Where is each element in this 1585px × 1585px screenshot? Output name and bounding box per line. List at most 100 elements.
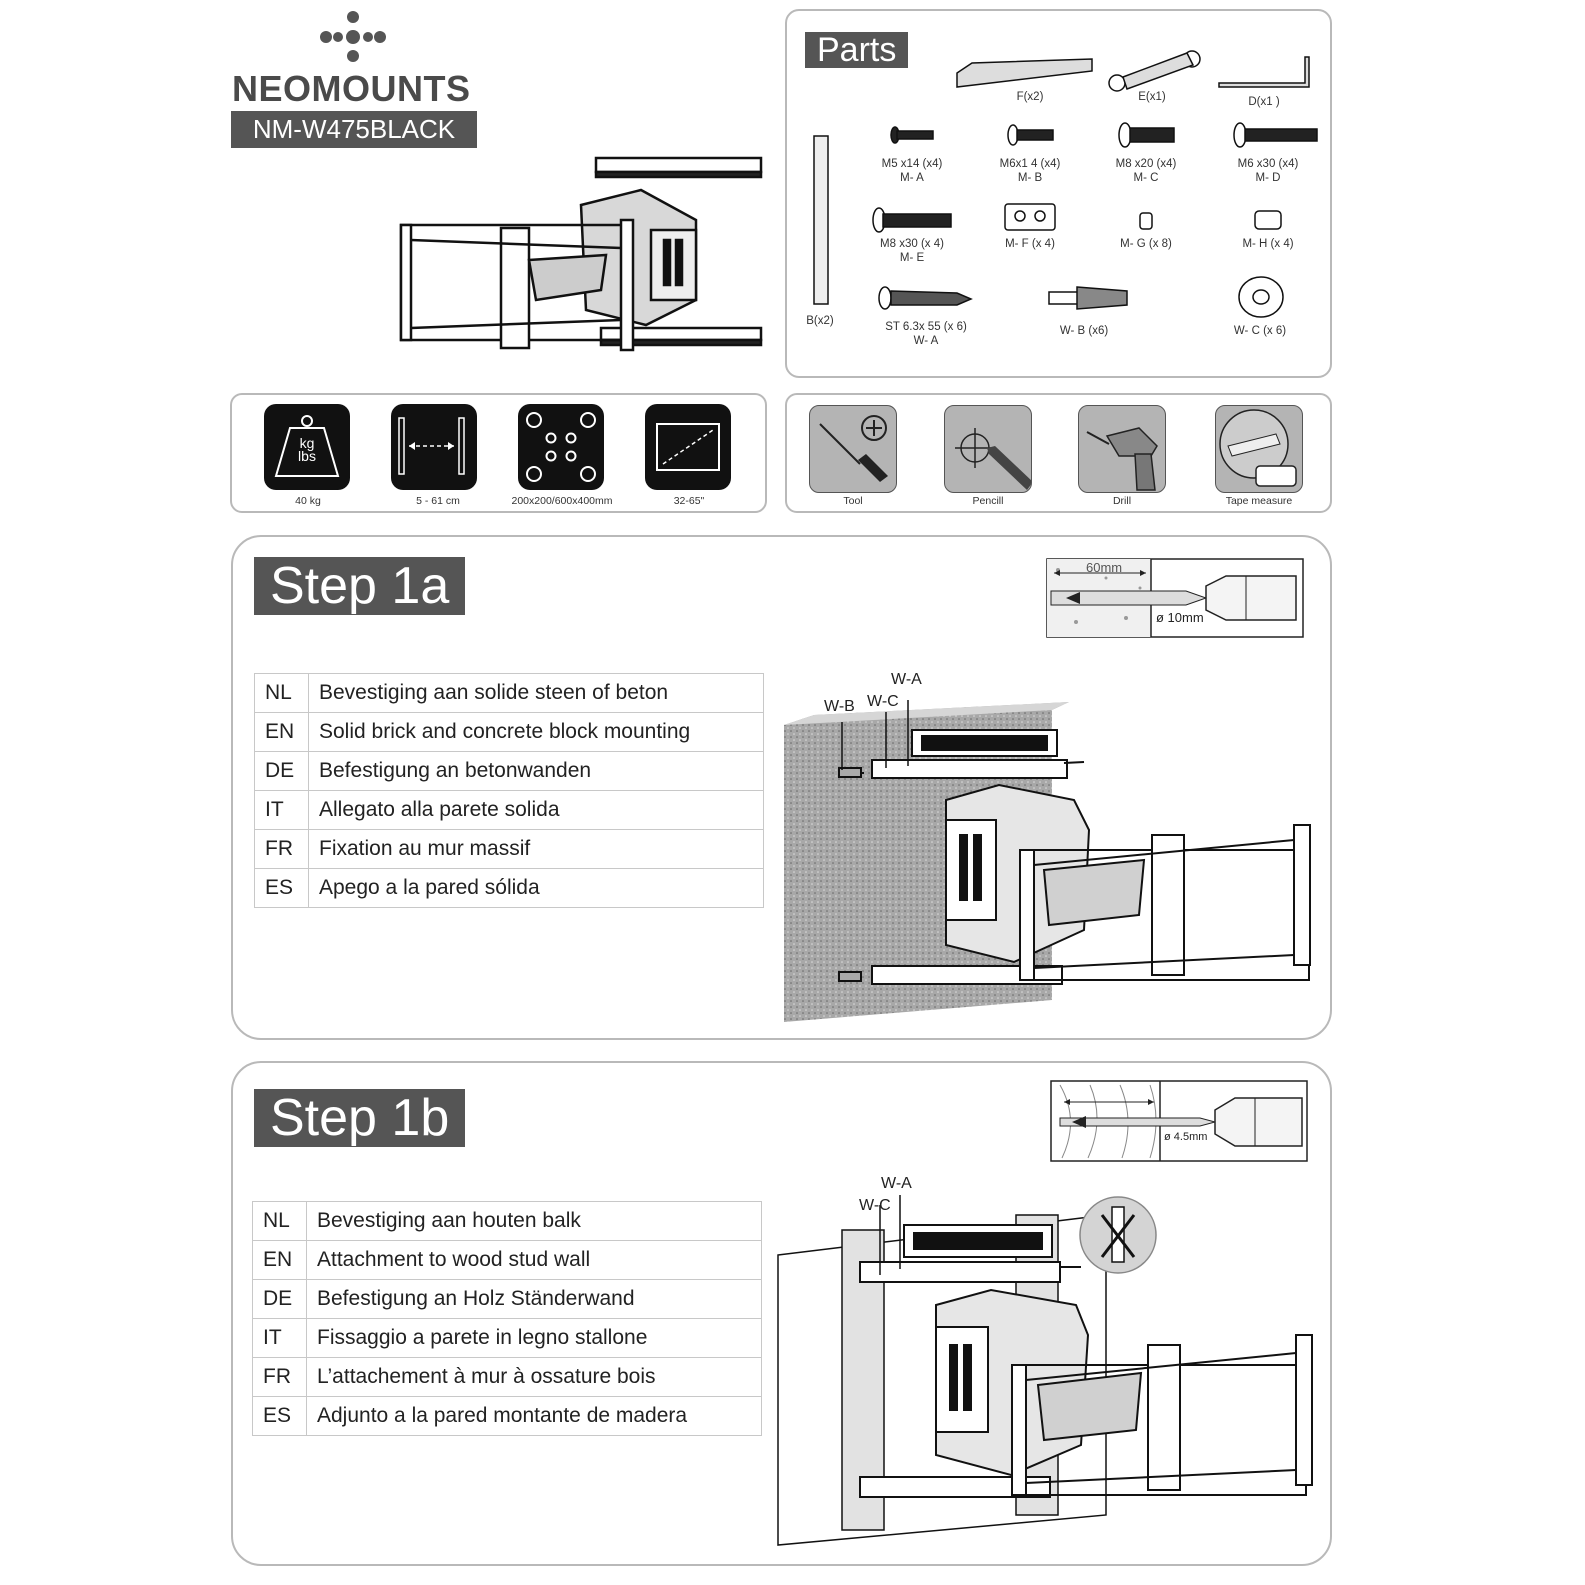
part-sub-label: M- A (900, 172, 924, 184)
part-label: D(x1 ) (1248, 96, 1280, 108)
screen-size-icon (645, 404, 731, 490)
lang-code: FR (254, 829, 309, 869)
part-sub-label: W- A (913, 335, 939, 347)
step-1a-illustration (784, 700, 1311, 1022)
drill-depth-text: 60mm (1086, 560, 1123, 575)
part-label: M- F (x 4) (1005, 238, 1055, 250)
spacer-m-h-icon (1254, 210, 1282, 230)
part-label: M8 x30 (x 4) (880, 238, 944, 250)
lang-code: IT (252, 1318, 307, 1358)
spec-distance-label: 5 - 61 cm (416, 495, 460, 507)
part-label: W- C (x 6) (1233, 325, 1287, 337)
spacer-m-g-icon (1139, 212, 1153, 230)
allen-key-d-icon (1218, 56, 1310, 88)
lang-code: DE (252, 1279, 307, 1319)
callout-w-a: W-A (881, 1175, 912, 1192)
tool-label: Pencill (972, 495, 1004, 507)
lang-text: Adjunto a la pared montante de madera (306, 1396, 762, 1436)
part-label: M5 x14 (x4) (881, 158, 943, 170)
spec-weight-label: 40 kg (295, 495, 321, 507)
lang-code: EN (254, 712, 309, 752)
part-label: E(x1) (1138, 91, 1166, 103)
drill-detail-1b (1050, 1080, 1308, 1162)
part-label: M6x1 4 (x4) (999, 158, 1061, 170)
wall-distance-icon (391, 404, 477, 490)
part-label: M- H (x 4) (1242, 238, 1294, 250)
tape-measure-icon (1215, 405, 1303, 493)
wrench-e-icon (1108, 50, 1201, 92)
part-sub-label: M- C (1133, 172, 1159, 184)
callout-w-c: W-C (867, 693, 899, 710)
product-illustration (399, 156, 763, 352)
weight-kg-text: kg (299, 435, 315, 451)
model-number: NM-W475BLACK (231, 111, 477, 148)
spec-screen-label: 32-65" (673, 495, 705, 507)
lang-text: Fixation au mur massif (308, 829, 764, 869)
drill-icon (1078, 405, 1166, 493)
weight-icon: kg lbs (264, 404, 350, 490)
lang-code: ES (252, 1396, 307, 1436)
washer-w-c-icon (1238, 276, 1284, 318)
vesa-pattern-icon (518, 404, 604, 490)
screw-m-d-icon (1233, 122, 1318, 148)
washer-m-f-icon (1004, 203, 1056, 231)
lang-code: EN (252, 1240, 307, 1280)
lang-text: Apego a la pared sólida (308, 868, 764, 908)
screw-m-e-icon (872, 207, 952, 233)
part-label: M6 x30 (x4) (1237, 158, 1299, 170)
lang-text: Allegato alla parete solida (308, 790, 764, 830)
part-sub-label: M- D (1255, 172, 1281, 184)
drill-diameter-text: ø 4.5mm (1164, 1131, 1208, 1143)
no-anchor-icon (1079, 1196, 1157, 1274)
anchor-w-b-icon (1048, 286, 1128, 310)
lang-code: ES (254, 868, 309, 908)
drill-detail-1a (1046, 558, 1304, 638)
callout-w-c: W-C (859, 1197, 891, 1214)
lang-code: NL (252, 1201, 307, 1241)
lang-text: Fissaggio a parete in legno stallone (306, 1318, 762, 1358)
tool-label: Tape measure (1225, 495, 1293, 507)
screw-m-b-icon (1007, 124, 1054, 146)
part-label: F(x2) (1016, 91, 1044, 103)
tool-label: Tool (843, 495, 863, 507)
lang-text: Bevestiging aan houten balk (306, 1201, 762, 1241)
part-sub-label: M- E (899, 252, 925, 264)
part-label: M8 x20 (x4) (1115, 158, 1177, 170)
brand-name: NEOMOUNTS (232, 68, 471, 109)
callout-w-b: W-B (824, 698, 855, 715)
screw-m-c-icon (1118, 122, 1175, 148)
screw-m-a-icon (890, 126, 934, 144)
lang-text: Attachment to wood stud wall (306, 1240, 762, 1280)
tool-label: Drill (1112, 495, 1132, 507)
spec-vesa-label: 200x200/600x400mm (511, 495, 613, 507)
rail-b-icon (813, 135, 829, 305)
parts-drawings (813, 50, 1318, 318)
screw-w-a-icon (878, 286, 973, 310)
lang-code: FR (252, 1357, 307, 1397)
part-label: ST 6.3x 55 (x 6) (885, 321, 967, 333)
step-1a-title: Step 1a (254, 557, 466, 615)
part-label: W- B (x6) (1059, 325, 1109, 337)
callout-w-a: W-A (891, 671, 922, 688)
pencil-icon (944, 405, 1032, 493)
step-1b-title: Step 1b (254, 1089, 466, 1147)
lang-code: IT (254, 790, 309, 830)
screwdriver-icon (809, 405, 897, 493)
step-1b-illustration (777, 1195, 1313, 1546)
lang-code: DE (254, 751, 309, 791)
lang-text: Solid brick and concrete block mounting (308, 712, 764, 752)
